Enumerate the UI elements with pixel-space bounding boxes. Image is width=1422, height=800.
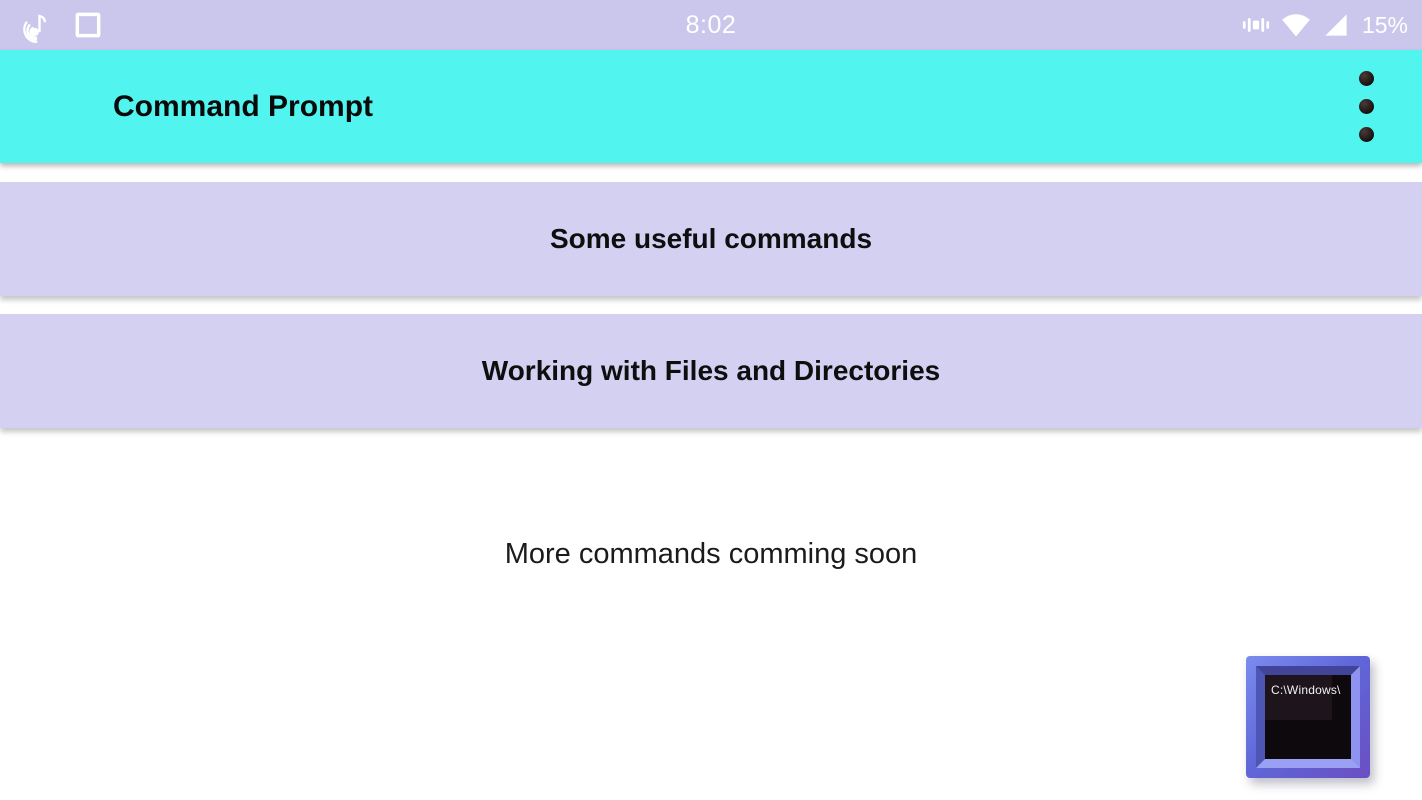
status-bar-left-icons (20, 0, 104, 50)
overflow-dot (1358, 127, 1374, 142)
screen-glare (1265, 675, 1333, 721)
app-title: Command Prompt (113, 89, 374, 123)
vibrate-icon (1241, 10, 1271, 40)
overflow-dot (1358, 71, 1374, 86)
music-note-icon (20, 7, 56, 43)
status-bar: 8:02 15% (0, 0, 1422, 50)
command-prompt-screen: C:\Windows\ (1256, 666, 1360, 768)
overflow-menu-icon[interactable] (1350, 50, 1382, 163)
screenshot-frame-icon (72, 9, 104, 41)
app-bar: Command Prompt (0, 50, 1422, 163)
button-working-with-files-and-directories[interactable]: Working with Files and Directories (0, 314, 1422, 428)
coming-soon-text: More commands comming soon (504, 538, 918, 570)
battery-percent: 15% (1361, 11, 1408, 38)
status-bar-clock: 8:02 (685, 10, 737, 39)
cell-signal-icon (1321, 10, 1351, 40)
status-bar-right-icons: 15% (1241, 0, 1408, 50)
wifi-icon (1280, 9, 1312, 41)
command-prompt-app-icon[interactable]: C:\Windows\ (1246, 656, 1370, 778)
command-prompt-path-text: C:\Windows\ (1271, 683, 1341, 697)
button-some-useful-commands[interactable]: Some useful commands (0, 182, 1422, 296)
overflow-dot (1358, 99, 1374, 114)
